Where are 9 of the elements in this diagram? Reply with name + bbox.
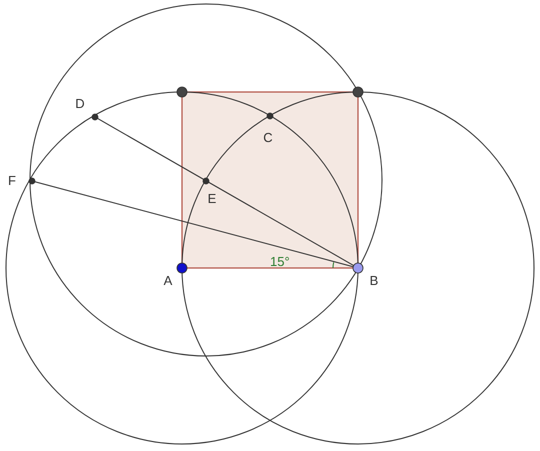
line-segment <box>34 181 354 268</box>
point-label: F <box>7 173 17 189</box>
point-label: E <box>206 191 218 207</box>
angle-label: 15° <box>270 254 290 270</box>
point-label: D <box>74 96 86 112</box>
point-label: C <box>262 130 274 146</box>
line-segment <box>97 118 354 266</box>
point-label: B <box>368 273 380 289</box>
point-label: A <box>162 273 174 289</box>
